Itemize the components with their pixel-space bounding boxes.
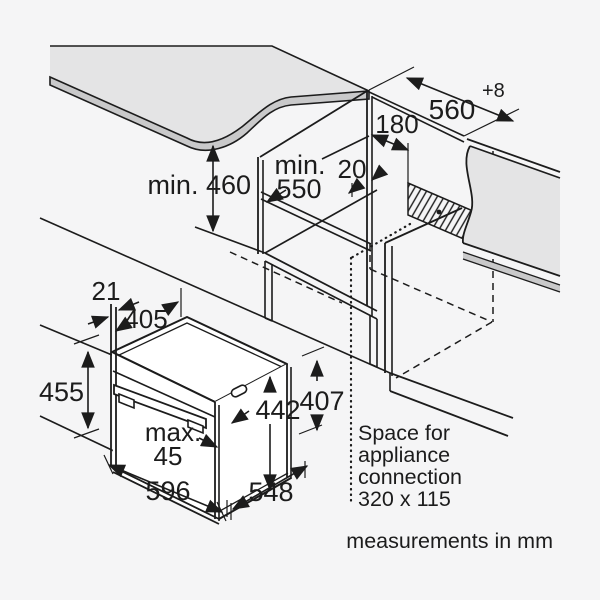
dim-label-niche-width: 560 <box>429 94 476 125</box>
connection-note-line-2: appliance <box>358 443 450 467</box>
connection-note-line-1: Space for <box>358 421 450 445</box>
dim-label-niche-height: min. 460 <box>147 170 251 200</box>
connection-note-line-3: connection <box>358 465 462 489</box>
dim-connection-offset: 180 <box>370 109 419 151</box>
right-cabinet-side-panel <box>462 146 560 276</box>
dim-label-appliance-width: 596 <box>145 476 190 506</box>
dim-niche-height: min. 460 <box>147 144 251 233</box>
dim-label-niche-width-tolerance: +8 <box>482 80 505 102</box>
niche <box>257 90 474 368</box>
footer-note: measurements in mm <box>346 529 553 553</box>
connection-note-line-4: 320 x 115 <box>358 487 451 511</box>
dim-label-appliance-body-height: 442 <box>255 395 300 425</box>
dim-niche-width: 560 +8 <box>368 66 520 137</box>
connection-note: Space for appliance connection 320 x 115 <box>358 421 462 511</box>
cabinet-legs <box>264 261 378 368</box>
dim-label-handle-clearance: 45 <box>154 441 183 471</box>
side-grip-cutout <box>230 384 248 398</box>
connection-point-dot <box>436 209 442 215</box>
niche-floor-left-edge <box>264 189 378 254</box>
panel-break-wave <box>461 145 474 244</box>
dim-front-gap: 21 <box>87 276 140 329</box>
right-cabinet <box>384 138 561 437</box>
niche-left-wall-top-edge <box>259 90 368 158</box>
plinth-top-edge <box>389 372 514 419</box>
niche-bottom-front-edge <box>264 252 378 312</box>
dim-label-front-gap: 21 <box>92 276 121 306</box>
dim-appliance-body-height: 442 <box>230 375 301 492</box>
plinth-bottom-edge <box>389 390 509 437</box>
handle-bracket-left <box>118 392 135 410</box>
countertop <box>49 45 370 151</box>
dim-label-niche-depth-prefix: min. <box>274 150 325 180</box>
dim-niche-depth: min. 550 <box>265 135 370 204</box>
dim-label-connection-offset: 180 <box>375 109 418 139</box>
countertop-edge-band <box>49 75 370 151</box>
oven-door-handle <box>113 383 207 430</box>
dimension-annotations: 560 +8 180 20 min. 550 min. 460 <box>39 66 520 522</box>
handle-bracket-right <box>187 418 204 435</box>
dim-label-appliance-front-height: 455 <box>39 377 84 407</box>
connection-leader-dotted <box>349 222 412 507</box>
dim-label-niche-depth: 550 <box>276 174 321 204</box>
dim-label-handle-clearance-prefix: max. <box>145 417 201 447</box>
dim-appliance-front-height: 455 <box>39 334 100 439</box>
dim-label-appliance-depth: 548 <box>248 477 293 507</box>
dim-label-appliance-rear-height: 407 <box>299 386 344 416</box>
dim-door-depth: 405 <box>114 288 182 334</box>
dim-rear-clearance: 20 <box>338 154 389 197</box>
dim-appliance-rear-height: 407 <box>298 346 345 435</box>
dim-appliance-depth: 548 <box>226 461 309 520</box>
dim-label-door-depth: 405 <box>124 304 167 334</box>
dim-label-rear-clearance: 20 <box>338 154 367 184</box>
dim-appliance-width: 596 <box>103 454 227 522</box>
